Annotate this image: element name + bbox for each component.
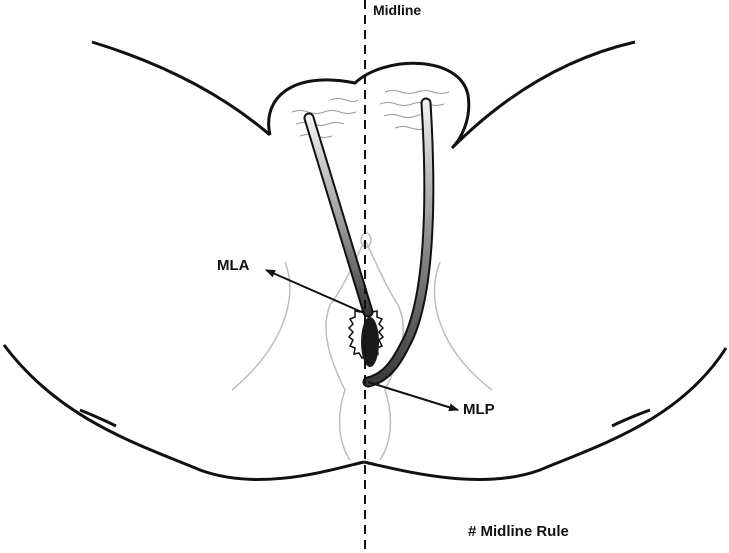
midline-label: Midline — [373, 2, 422, 18]
left-upper-body-curve — [91, 40, 271, 137]
mlp-label: MLP — [463, 401, 495, 418]
opening-center — [361, 317, 379, 367]
drain-left — [305, 114, 372, 316]
right-thigh-crease — [611, 408, 651, 428]
mla-arrow — [265, 269, 365, 314]
left-thigh-crease — [79, 408, 117, 428]
right-lower-body-curve — [363, 347, 728, 481]
figure-caption: # Midline Rule — [468, 523, 569, 540]
right-upper-body-curve — [450, 40, 636, 150]
mla-label: MLA — [217, 257, 250, 274]
left-lower-body-curve — [2, 344, 365, 481]
mlp-arrow — [367, 381, 459, 412]
pubic-mound — [267, 61, 471, 150]
drain-right — [364, 99, 433, 386]
